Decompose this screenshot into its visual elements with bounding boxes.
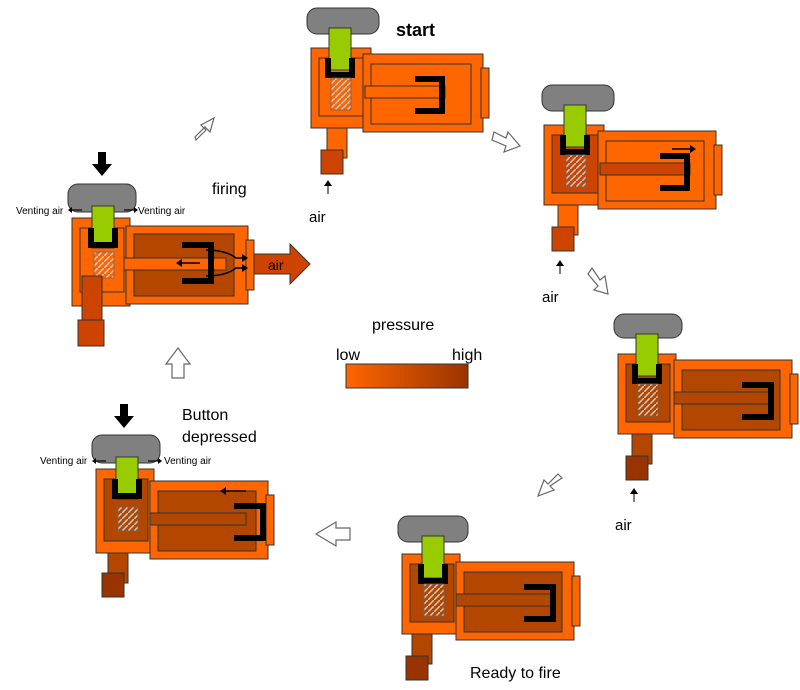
label-air-filling-1: air xyxy=(542,289,559,306)
spring xyxy=(423,583,445,617)
lower-tube xyxy=(81,275,103,323)
spring xyxy=(637,383,659,417)
label-venting-air-right-bd: Venting air xyxy=(164,456,212,467)
stem xyxy=(115,456,139,500)
piston xyxy=(415,76,445,114)
air-output-arrow xyxy=(253,242,311,286)
label-air-output: air xyxy=(268,257,284,273)
cycle-arrow-2 xyxy=(491,130,522,154)
label-venting-air-right-f: Venting air xyxy=(138,206,186,217)
stem xyxy=(635,333,659,377)
stem xyxy=(563,104,587,148)
pressure-legend-low: low xyxy=(336,347,360,364)
pressure-gradient-bar xyxy=(345,363,469,389)
cycle-arrow-4 xyxy=(536,473,563,498)
stem xyxy=(421,535,445,579)
stage-filling-2 xyxy=(613,313,799,481)
stem xyxy=(91,205,115,249)
cycle-arrow-3 xyxy=(587,266,609,295)
spring xyxy=(117,506,139,532)
stage-button-depressed xyxy=(91,434,275,598)
label-depressed: depressed xyxy=(182,429,257,446)
label-air-start: air xyxy=(309,209,326,226)
label-start: start xyxy=(396,20,435,40)
piston xyxy=(660,153,690,191)
cycle-arrow-6 xyxy=(164,347,192,379)
cycle-arrow-1 xyxy=(194,116,215,142)
stage-filling-1 xyxy=(541,84,723,252)
stage-firing xyxy=(67,183,255,347)
cycle-arrow-5 xyxy=(314,520,351,548)
label-venting-air-left-bd: Venting air xyxy=(40,456,88,467)
stage-ready-to-fire xyxy=(397,515,581,681)
piston xyxy=(524,584,556,622)
piston xyxy=(182,242,214,284)
label-button: Button xyxy=(182,407,228,424)
spring xyxy=(93,251,115,279)
label-venting-air-left-f: Venting air xyxy=(16,206,64,217)
piston xyxy=(234,503,266,541)
label-ready-to-fire: Ready to fire xyxy=(470,665,561,682)
pressure-legend-high: high xyxy=(452,347,482,364)
stem xyxy=(328,27,352,71)
label-air-filling-2: air xyxy=(615,517,632,534)
piston xyxy=(742,382,774,420)
label-firing: firing xyxy=(212,181,247,198)
stage-start xyxy=(306,7,490,175)
spring xyxy=(330,77,352,111)
pressure-legend-title: pressure xyxy=(372,317,434,334)
spring xyxy=(565,154,587,188)
